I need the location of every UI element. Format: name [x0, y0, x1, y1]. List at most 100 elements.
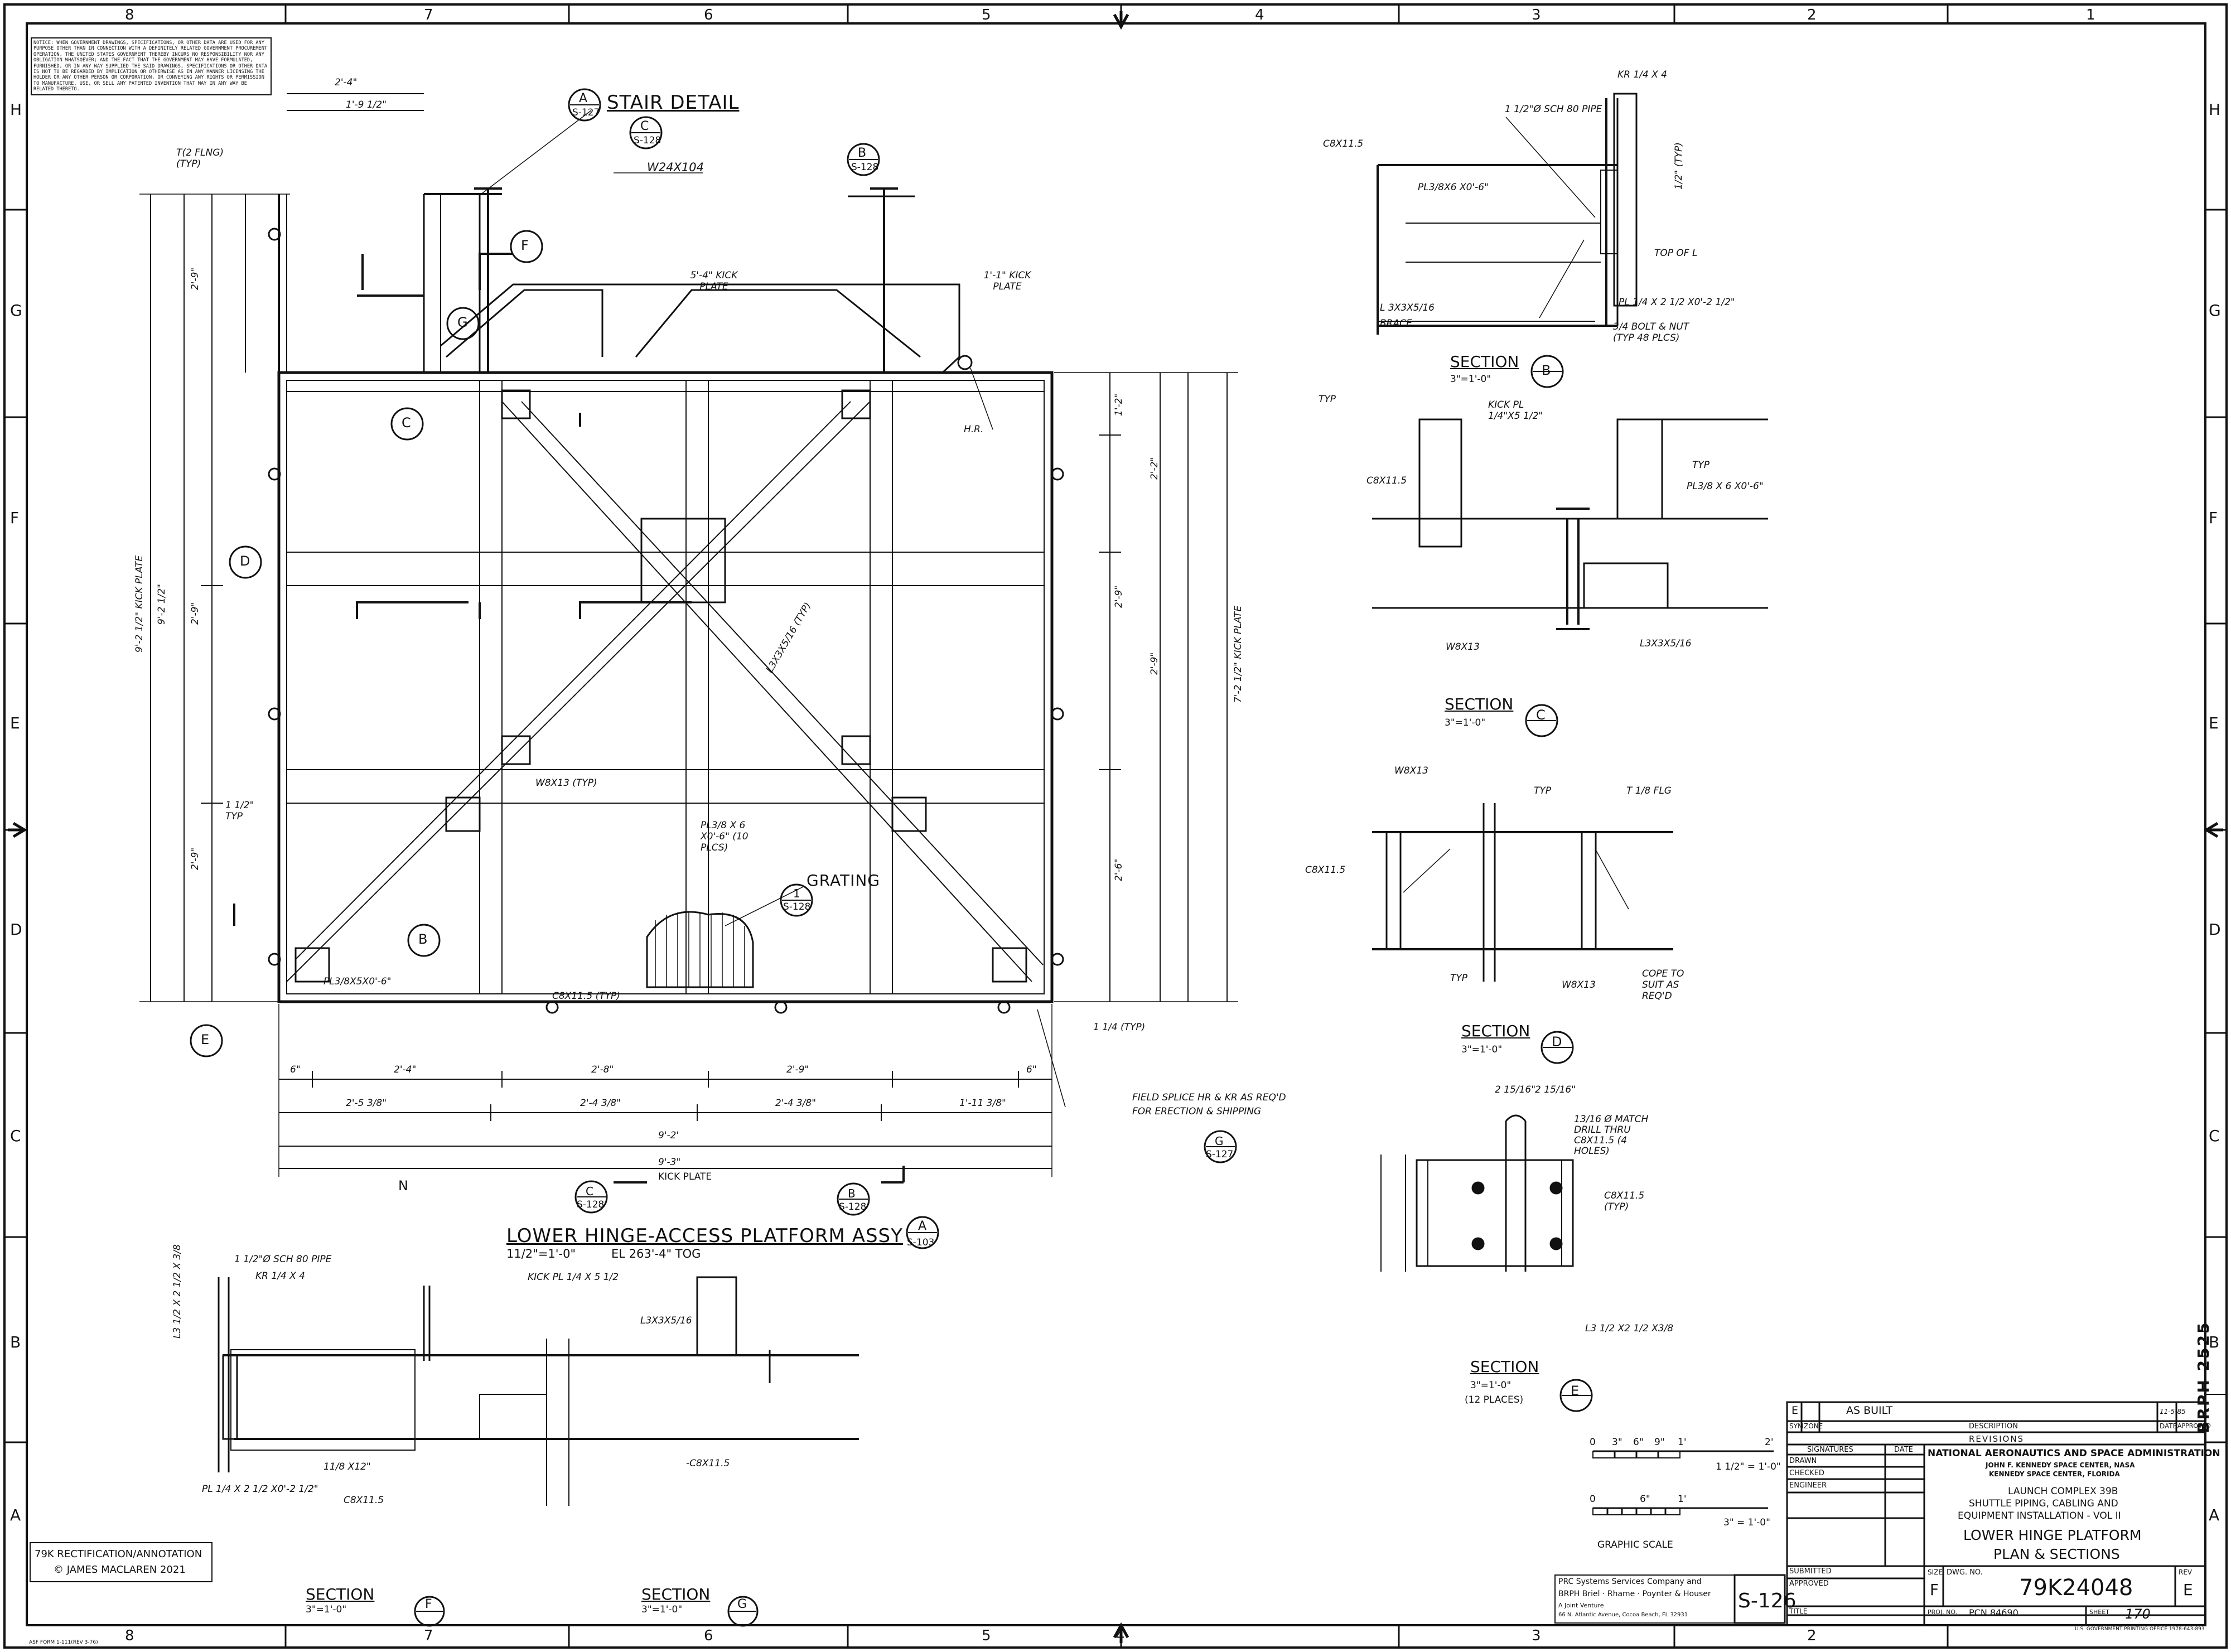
gs1-t4: 1'	[1678, 1437, 1687, 1448]
tb-approved: APPROVED	[1789, 1579, 1829, 1588]
w8-typ-label: W8X13 (TYP)	[535, 777, 597, 789]
dim-left-overall: 9'-2 1/2"	[156, 583, 167, 625]
tb-rev-lbl: REV	[2179, 1568, 2193, 1576]
annotation-line1: 79K RECTIFICATION/ANNOTATION	[35, 1548, 202, 1560]
dim-l-1: 2'-9"	[190, 602, 201, 625]
kick-plate-left-label: 9'-2 1/2" KICK PLATE	[134, 555, 145, 653]
tb-sheet: 170	[2125, 1606, 2151, 1622]
zone-row-c: C	[10, 1127, 21, 1145]
tb-proj-no-lbl: PROJ. NO.	[1928, 1608, 1958, 1616]
dim-r-3: 2'-9"	[1149, 652, 1160, 675]
zone-col-1: 1	[2086, 7, 2095, 23]
dim-top-2-4: 2'-4"	[335, 77, 358, 88]
section-e-scale: 3"=1'-0"	[1470, 1380, 1512, 1391]
section-f-l3: L3 1/2 X 2 1/2 X 3/8	[172, 1244, 183, 1339]
dim-b2-1: 2'-4 3/8"	[580, 1098, 621, 1109]
t-flange-label: T(2 FLNG) (TYP)	[176, 147, 224, 170]
annotation-line2: © JAMES MACLAREN 2021	[54, 1564, 186, 1576]
section-d-t-flg: T 1/8 FLG	[1626, 785, 1672, 796]
plan-scale: 11/2"=1'-0"	[506, 1247, 576, 1260]
section-c-bubble-plan: C	[402, 415, 411, 431]
tb-rev-letter: E	[1791, 1404, 1799, 1417]
gs1-label: 1 1/2" = 1'-0"	[1716, 1461, 1781, 1472]
stair-detail-ref-sheet: S-127	[572, 107, 600, 118]
section-d-letter: D	[1552, 1034, 1562, 1050]
section-d-typ: TYP	[1534, 785, 1552, 796]
grating-ref-sheet: S-128	[783, 901, 811, 912]
zone-row-e: E	[10, 714, 20, 732]
tb-project2: SHUTTLE PIPING, CABLING AND	[1969, 1498, 2118, 1509]
section-c-ref-bottom: C	[586, 1185, 593, 1198]
plan-elevation: EL 263'-4" TOG	[611, 1247, 701, 1260]
section-e-letter: E	[1571, 1383, 1580, 1399]
section-b-ref-bottom-sheet: S-128	[839, 1201, 867, 1213]
tb-dwg-title1: LOWER HINGE PLATFORM	[1963, 1527, 2142, 1543]
section-g-letter: G	[737, 1597, 747, 1611]
zone-col-8: 8	[125, 7, 134, 23]
kick-plate-top-label: 5'-4" KICK PLATE	[690, 270, 738, 292]
zone-row-c-right: C	[2209, 1127, 2220, 1145]
inner-border	[26, 22, 2206, 1626]
section-b-drawing	[1377, 93, 1638, 335]
zone-row-a-right: A	[2209, 1506, 2220, 1524]
zone-row-h: H	[10, 100, 22, 119]
grating-hatch	[655, 911, 745, 987]
zone-row-e-right: E	[2209, 714, 2219, 732]
tb-rev-desc: AS BUILT	[1846, 1404, 1893, 1417]
section-f-scale: 3"=1'-0"	[306, 1604, 347, 1615]
pl-10-label: PL3/8 X 6 X0'-6" (10 PLCS)	[701, 820, 749, 853]
zone-row-g: G	[10, 301, 22, 320]
dim-b1-4: 6"	[1026, 1064, 1037, 1075]
section-b-pl2: PL 1/4 X 2 1/2 X0'-2 1/2"	[1619, 297, 1735, 308]
section-c-typ: TYP	[1319, 394, 1336, 405]
dim-r-2: 2'-9"	[1113, 585, 1124, 608]
outer-border	[3, 3, 2228, 1649]
tb-hdr-date: DATE	[2160, 1422, 2177, 1430]
dim-b2-3: 1'-11 3/8"	[959, 1098, 1006, 1109]
kick-plate-right-v-label: 7'-2 1/2" KICK PLATE	[1233, 605, 1244, 703]
gs1-t5: 2'	[1765, 1437, 1774, 1448]
zone-col-6-bottom: 6	[704, 1627, 713, 1644]
zone-col-3-bottom: 3	[1532, 1627, 1541, 1644]
section-c-typ2: TYP	[1692, 460, 1710, 471]
c8-typ-label: C8X11.5 (TYP)	[552, 991, 620, 1002]
zone-row-f: F	[10, 509, 20, 527]
tb-revisions: REVISIONS	[1969, 1434, 2025, 1444]
section-f-title: SECTION	[306, 1585, 375, 1603]
zone-col-8-bottom: 8	[125, 1627, 134, 1644]
dim-l-0: 2'-9"	[190, 267, 201, 290]
tb-hdr-desc: DESCRIPTION	[1969, 1422, 2018, 1431]
dim-r-0: 1'-2"	[1113, 393, 1124, 416]
zone-ticks	[4, 4, 2227, 1648]
plan-view	[139, 93, 1238, 1184]
tb-signatures: SIGNATURES	[1807, 1446, 1853, 1454]
zone-col-2-bottom: 2	[1807, 1627, 1817, 1644]
dim-b2-0: 2'-5 3/8"	[346, 1098, 387, 1109]
section-g-title: SECTION	[641, 1585, 711, 1603]
dim-overall-1: 9'-2'	[658, 1130, 679, 1141]
tb-contractor2: BRPH Briel · Rhame · Poynter & Houser	[1558, 1590, 1711, 1598]
tb-center1: JOHN F. KENNEDY SPACE CENTER, NASA	[1986, 1461, 2135, 1469]
section-g-ref: G	[1215, 1134, 1224, 1148]
section-c-letter: C	[1536, 707, 1546, 723]
zone-row-b-right: B	[2209, 1333, 2220, 1351]
gs2-label: 3" = 1'-0"	[1723, 1517, 1770, 1528]
section-c-ref-top-sheet: S-128	[634, 135, 661, 146]
tb-date-hdr: DATE	[1894, 1446, 1913, 1454]
tb-engineer: ENGINEER	[1789, 1481, 1827, 1490]
dim-l-2: 2'-9"	[190, 847, 201, 870]
center-arrow-left	[8, 822, 27, 838]
center-arrow-bottom	[1113, 1622, 1129, 1643]
dim-b2-2: 2'-4 3/8"	[775, 1098, 817, 1109]
w24-label: W24X104	[647, 161, 704, 174]
section-c-c8: C8X11.5	[1366, 475, 1407, 486]
section-e-l3: L3 1/2 X2 1/2 X3/8	[1585, 1323, 1674, 1334]
section-b-ref-top-sheet: S-128	[851, 162, 879, 173]
section-b-scale: 3"=1'-0"	[1450, 374, 1491, 385]
section-f-kr: KR 1/4 X 4	[255, 1271, 305, 1282]
tb-size-lbl: SIZE	[1928, 1568, 1943, 1576]
tb-contractor1: PRC Systems Services Company and	[1558, 1577, 1702, 1586]
section-e-drawing	[1380, 1114, 1574, 1272]
section-g-scale: 3"=1'-0"	[641, 1604, 683, 1615]
dim-b1-3: 2'-9"	[786, 1064, 809, 1075]
